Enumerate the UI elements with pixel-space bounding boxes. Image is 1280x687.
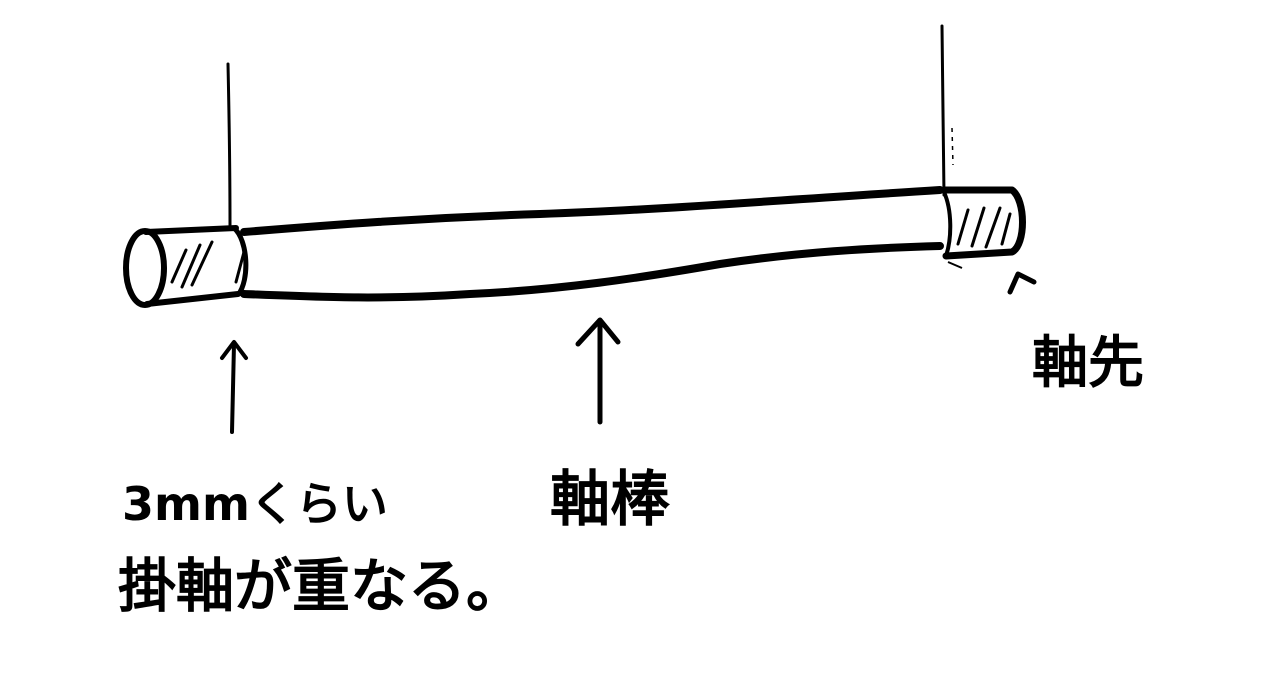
arrow-rod: [575, 317, 621, 425]
overlap-label-line2: 掛軸が重なる。: [118, 552, 524, 620]
rod-body: [240, 186, 944, 302]
tip-label: 軸先: [1032, 331, 1144, 396]
left-axis-tip: [123, 225, 249, 308]
arrow-tip: [1007, 271, 1037, 295]
overlap-label-line1: 3mmくらい: [122, 477, 388, 531]
rod-label: 軸棒: [550, 465, 671, 535]
right-axis-tip: [940, 186, 1026, 269]
arrow-overlap: [220, 340, 248, 434]
right-hanging-line-dash: [951, 127, 954, 166]
left-hanging-line: [226, 62, 232, 227]
right-hanging-line: [940, 24, 946, 197]
